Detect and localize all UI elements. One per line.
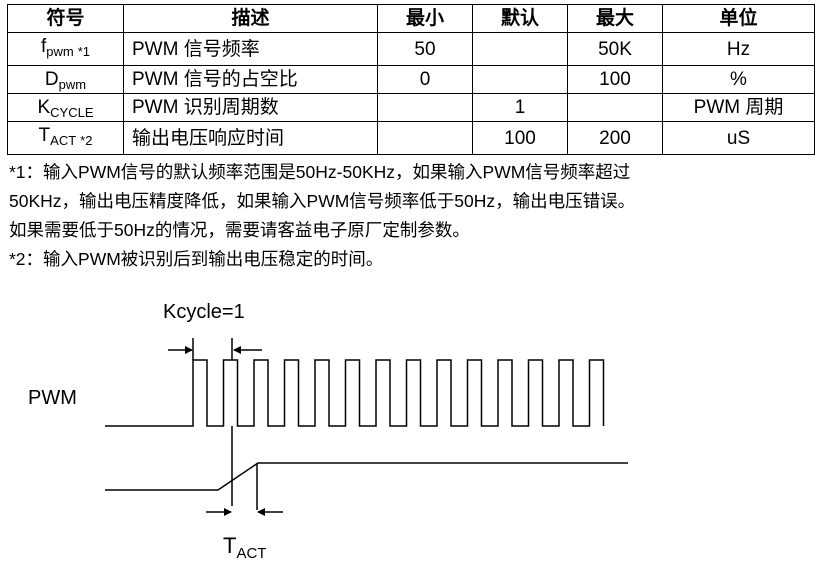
footnotes: *1：输入PWM信号的默认频率范围是50Hz-50KHz，如果输入PWM信号频率… xyxy=(9,158,814,274)
footnote-line: *1：输入PWM信号的默认频率范围是50Hz-50KHz，如果输入PWM信号频率… xyxy=(9,162,631,182)
cell-description: PWM 信号的占空比 xyxy=(123,65,378,94)
header-max: 最大 xyxy=(567,4,663,33)
table-row: TACT*2 输出电压响应时间 100 200 uS xyxy=(7,121,815,155)
cell-max: 50K xyxy=(567,32,663,66)
header-min: 最小 xyxy=(377,4,473,33)
cell-min xyxy=(377,93,473,122)
header-symbol: 符号 xyxy=(7,4,124,33)
cell-default xyxy=(472,65,568,94)
table-row: KCYCLE PWM 识别周期数 1 PWM 周期 xyxy=(7,93,815,122)
cell-unit: Hz xyxy=(662,32,815,66)
cell-max: 100 xyxy=(567,65,663,94)
table-row: fpwm*1 PWM 信号频率 50 50K Hz xyxy=(7,32,815,66)
cell-default: 1 xyxy=(472,93,568,122)
cell-min: 50 xyxy=(377,32,473,66)
cell-min: 0 xyxy=(377,65,473,94)
cell-unit: uS xyxy=(662,121,815,155)
footnote-line: *2：输入PWM被识别后到输出电压稳定的时间。 xyxy=(9,249,384,269)
cell-min xyxy=(377,121,473,155)
cell-symbol: KCYCLE xyxy=(7,93,124,122)
footnote-line: 50KHz，输出电压精度降低，如果输入PWM信号频率低于50Hz，输出电压错误。 xyxy=(9,191,636,211)
header-unit: 单位 xyxy=(662,4,815,33)
tact-label: TACT xyxy=(223,533,266,562)
cell-description: PWM 识别周期数 xyxy=(123,93,378,122)
cell-unit: % xyxy=(662,65,815,94)
output-waveform xyxy=(105,462,628,491)
header-description: 描述 xyxy=(123,4,378,33)
cell-default: 100 xyxy=(472,121,568,155)
table-header-row: 符号 描述 最小 默认 最大 单位 xyxy=(7,4,815,33)
cell-default xyxy=(472,32,568,66)
table-row: Dpwm PWM 信号的占空比 0 100 % xyxy=(7,65,815,94)
cell-unit: PWM 周期 xyxy=(662,93,815,122)
spec-table: 符号 描述 最小 默认 最大 单位 fpwm*1 PWM 信号频率 50 50K… xyxy=(7,4,815,155)
header-default: 默认 xyxy=(472,4,568,33)
pwm-waveform xyxy=(105,359,605,427)
timing-diagram: Kcycle=1 PWM TACT xyxy=(28,301,628,562)
cell-symbol: TACT*2 xyxy=(7,121,124,155)
cell-description: 输出电压响应时间 xyxy=(123,121,378,155)
kcycle-label: Kcycle=1 xyxy=(163,301,245,323)
cell-symbol: Dpwm xyxy=(7,65,124,94)
cell-max xyxy=(567,93,663,122)
cell-max: 200 xyxy=(567,121,663,155)
cell-symbol: fpwm*1 xyxy=(7,32,124,66)
pwm-label: PWM xyxy=(28,387,77,409)
cell-description: PWM 信号频率 xyxy=(123,32,378,66)
footnote-line: 如果需要低于50Hz的情况，需要请客益电子原厂定制参数。 xyxy=(9,220,470,240)
